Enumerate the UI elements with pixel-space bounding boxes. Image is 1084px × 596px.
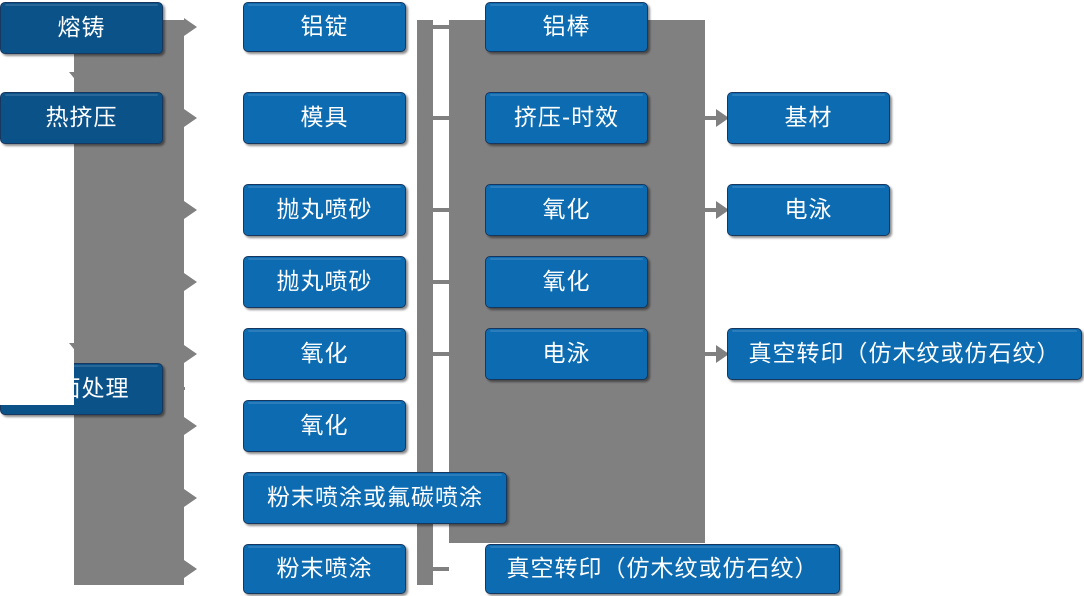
- middle-thin-connector-bar: [417, 20, 433, 585]
- arrow-to-powder-or-pvdf: [184, 489, 197, 507]
- arrow-to-powder-coating: [184, 560, 197, 578]
- mat-shot-blast-2[interactable]: 抛丸喷砂: [243, 256, 406, 308]
- mat-powder-coating-label: 粉末喷涂: [276, 555, 373, 582]
- arrow-to-shot-blast-2: [184, 273, 197, 291]
- mat-shot-blast-2-label: 抛丸喷砂: [276, 268, 373, 295]
- tick-oxidation-2: [433, 280, 449, 284]
- arrow-to-aluminum-ingot: [184, 18, 197, 36]
- surface-treat-stub: [163, 387, 185, 390]
- down-arrow-extrusion-to-surface: [69, 343, 87, 354]
- out-electrophoresis-label: 电泳: [784, 196, 833, 223]
- left-trunk-notch: [0, 352, 74, 405]
- mat-powder-or-pvdf-label: 粉末喷涂或氟碳喷涂: [267, 484, 483, 511]
- proc-vacuum-transfer-label: 真空转印（仿木纹或仿石纹）: [506, 555, 819, 582]
- mat-die[interactable]: 模具: [243, 92, 406, 144]
- proc-extrude-aging-label: 挤压-时效: [513, 104, 620, 131]
- mat-oxidation-2-label: 氧化: [300, 412, 349, 439]
- mat-shot-blast-1[interactable]: 抛丸喷砂: [243, 184, 406, 236]
- proc-oxidation-1-label: 氧化: [542, 196, 591, 223]
- proc-electrophoresis[interactable]: 电泳: [485, 328, 648, 380]
- tick-electrophoresis: [433, 352, 449, 356]
- stage-melt-cast[interactable]: 熔铸: [0, 2, 163, 54]
- tick-vacuum: [433, 567, 449, 571]
- mat-powder-or-pvdf[interactable]: 粉末喷涂或氟碳喷涂: [243, 472, 507, 524]
- proc-electrophoresis-label: 电泳: [542, 340, 591, 367]
- tick-oxidation-1: [433, 208, 449, 212]
- arrow-to-electrophoresis: [716, 201, 729, 219]
- down-arrow-melt-to-extrusion: [69, 72, 87, 83]
- stage-hot-extrusion[interactable]: 热挤压: [0, 92, 163, 144]
- proc-aluminum-bar[interactable]: 铝棒: [485, 2, 648, 52]
- arrow-to-vacuum-transfer: [716, 345, 729, 363]
- arrow-to-oxidation-2: [184, 417, 197, 435]
- out-electrophoresis[interactable]: 电泳: [727, 184, 890, 236]
- out-vacuum-transfer[interactable]: 真空转印（仿木纹或仿石纹）: [727, 328, 1082, 380]
- tick-extrude-aging: [433, 116, 449, 120]
- arrow-to-vacuum-transfer-line: [705, 352, 717, 356]
- mat-powder-coating[interactable]: 粉末喷涂: [243, 544, 406, 594]
- arrow-to-oxidation-1: [184, 345, 197, 363]
- mat-oxidation-1-label: 氧化: [300, 340, 349, 367]
- arrow-to-electrophoresis-line: [705, 208, 717, 212]
- arrow-to-die: [184, 109, 197, 127]
- arrow-to-base-material-line: [705, 116, 717, 120]
- out-base-material[interactable]: 基材: [727, 92, 890, 144]
- tick-aluminum-bar: [433, 25, 449, 29]
- stage-melt-cast-label: 熔铸: [57, 14, 106, 41]
- mat-oxidation-2[interactable]: 氧化: [243, 400, 406, 452]
- proc-aluminum-bar-label: 铝棒: [542, 13, 591, 40]
- stage-hot-extrusion-label: 热挤压: [45, 104, 118, 131]
- proc-vacuum-transfer[interactable]: 真空转印（仿木纹或仿石纹）: [485, 544, 840, 594]
- mat-oxidation-1[interactable]: 氧化: [243, 328, 406, 380]
- out-base-material-label: 基材: [784, 104, 833, 131]
- arrow-to-shot-blast-1: [184, 201, 197, 219]
- arrow-to-base-material: [716, 109, 729, 127]
- proc-oxidation-2[interactable]: 氧化: [485, 256, 648, 308]
- mat-aluminum-ingot[interactable]: 铝锭: [243, 2, 406, 52]
- mat-aluminum-ingot-label: 铝锭: [300, 13, 349, 40]
- mat-die-label: 模具: [300, 104, 349, 131]
- mat-shot-blast-1-label: 抛丸喷砂: [276, 196, 373, 223]
- proc-extrude-aging[interactable]: 挤压-时效: [485, 92, 648, 144]
- out-vacuum-transfer-label: 真空转印（仿木纹或仿石纹）: [748, 340, 1061, 367]
- proc-oxidation-2-label: 氧化: [542, 268, 591, 295]
- proc-oxidation-1[interactable]: 氧化: [485, 184, 648, 236]
